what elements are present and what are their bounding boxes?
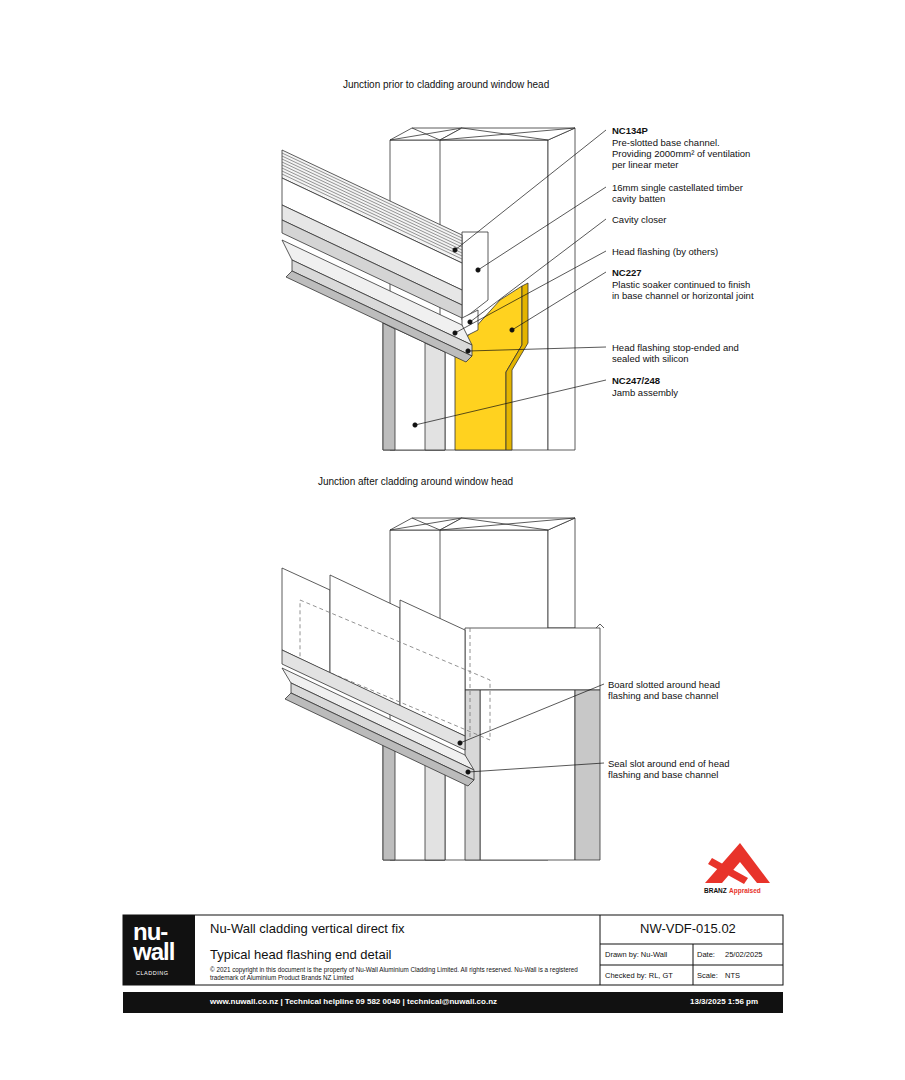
leader-dot: [510, 328, 514, 332]
part-code: NC227: [612, 267, 642, 278]
branz-word: Appraised: [729, 887, 761, 895]
column-top: [440, 128, 575, 140]
leader-line: [455, 130, 606, 250]
callout-note: Cavity closer: [612, 214, 666, 225]
part-code: NC247/248: [612, 375, 660, 386]
cladding-board: [465, 628, 600, 690]
head-flashing-drip: [285, 693, 474, 786]
leader-dot: [453, 248, 457, 252]
board-edge: [596, 624, 604, 628]
leader-dot: [458, 741, 462, 745]
callout-note: Plastic soaker continued to finish in ba…: [612, 279, 757, 301]
branz-word: BRANZ: [704, 887, 727, 895]
leader-line: [468, 347, 606, 351]
footer-timestamp: 13/3/2025 1:56 pm: [690, 997, 758, 1006]
title-cell: Checked by: RL, GT: [605, 971, 673, 980]
view-heading: Junction prior to cladding around window…: [343, 79, 549, 91]
title-divider: [600, 944, 783, 945]
column-side: [548, 128, 575, 450]
title-divider: [600, 965, 783, 966]
footer-contact: www.nuwall.co.nz | Technical helpline 09…: [210, 997, 497, 1006]
hidden-outline: [470, 628, 471, 740]
head-flashing-drip: [286, 271, 472, 362]
copyright-note: © 2021 copyright in this document is the…: [210, 966, 595, 982]
leader-dot: [413, 423, 417, 427]
branz-mark: [705, 843, 770, 884]
part-code: NC134P: [612, 125, 648, 136]
leader-line: [415, 380, 606, 425]
leader-dot: [468, 320, 472, 324]
column-side: [548, 518, 575, 628]
leader-line: [460, 684, 604, 743]
upper-view: [282, 128, 575, 450]
title-frame: [123, 915, 783, 985]
callout-note: Pre-slotted base channel. Providing 2000…: [612, 137, 757, 170]
jamb-assembly-side: [506, 283, 528, 450]
footer-bar: [123, 992, 783, 1013]
leader-line: [455, 251, 606, 333]
brand-tagline: CLADDING: [136, 970, 168, 976]
callout-note: Seal slot around end of head flashing an…: [608, 758, 753, 780]
title-cell: Scale:: [697, 971, 718, 980]
window-frame-shade: [425, 343, 445, 450]
head-flashing-face: [291, 683, 474, 780]
callout-note: Head flashing (by others): [612, 246, 718, 257]
logo-panel: [123, 915, 195, 985]
leader-line: [512, 272, 606, 330]
lower-view: [282, 518, 604, 860]
cavity-batten: [462, 232, 488, 320]
leader-line: [468, 763, 604, 772]
title-block: [123, 915, 783, 1013]
window-frame-shade: [383, 323, 395, 450]
drawing-number: NW-VDF-015.02: [640, 921, 736, 936]
leader-line: [470, 219, 606, 322]
callout-note: Head flashing stop-ended and sealed with…: [612, 342, 757, 364]
branz-symbol: [705, 843, 770, 883]
column-joint: [440, 530, 441, 628]
sheet-title: Nu-Wall cladding vertical direct fix: [210, 921, 405, 936]
column-top: [440, 518, 575, 530]
title-cell: NTS: [725, 971, 740, 980]
column-cross: [440, 518, 575, 530]
head-flashing: [282, 668, 474, 770]
sheet-subtitle: Typical head flashing end detail: [210, 947, 391, 962]
title-divider: [693, 944, 694, 985]
view-heading: Junction after cladding around window he…: [318, 476, 513, 488]
leader-lines: [413, 130, 606, 774]
brand-logo: nu-wall: [133, 922, 191, 962]
callout-note: Jamb assembly: [612, 387, 678, 398]
title-cell: 25/02/2025: [725, 950, 763, 959]
column-cross: [440, 128, 575, 140]
leader-dot: [453, 331, 457, 335]
window-frame-shade: [383, 735, 395, 860]
title-cell: Date:: [697, 950, 715, 959]
head-flashing: [282, 240, 472, 345]
leader-dot: [466, 770, 470, 774]
board-shade: [575, 690, 600, 860]
head-flashing-face: [292, 260, 472, 356]
title-cell: Drawn by: Nu-Wall: [605, 950, 667, 959]
leader-dot: [466, 349, 470, 353]
leader-dot: [476, 268, 480, 272]
title-divider: [600, 915, 601, 985]
callout-note: 16mm single castellated timber cavity ba…: [612, 182, 757, 204]
leader-line: [478, 187, 606, 270]
branz-symbol: [708, 858, 748, 884]
callout-note: Board slotted around head flashing and b…: [608, 679, 753, 701]
